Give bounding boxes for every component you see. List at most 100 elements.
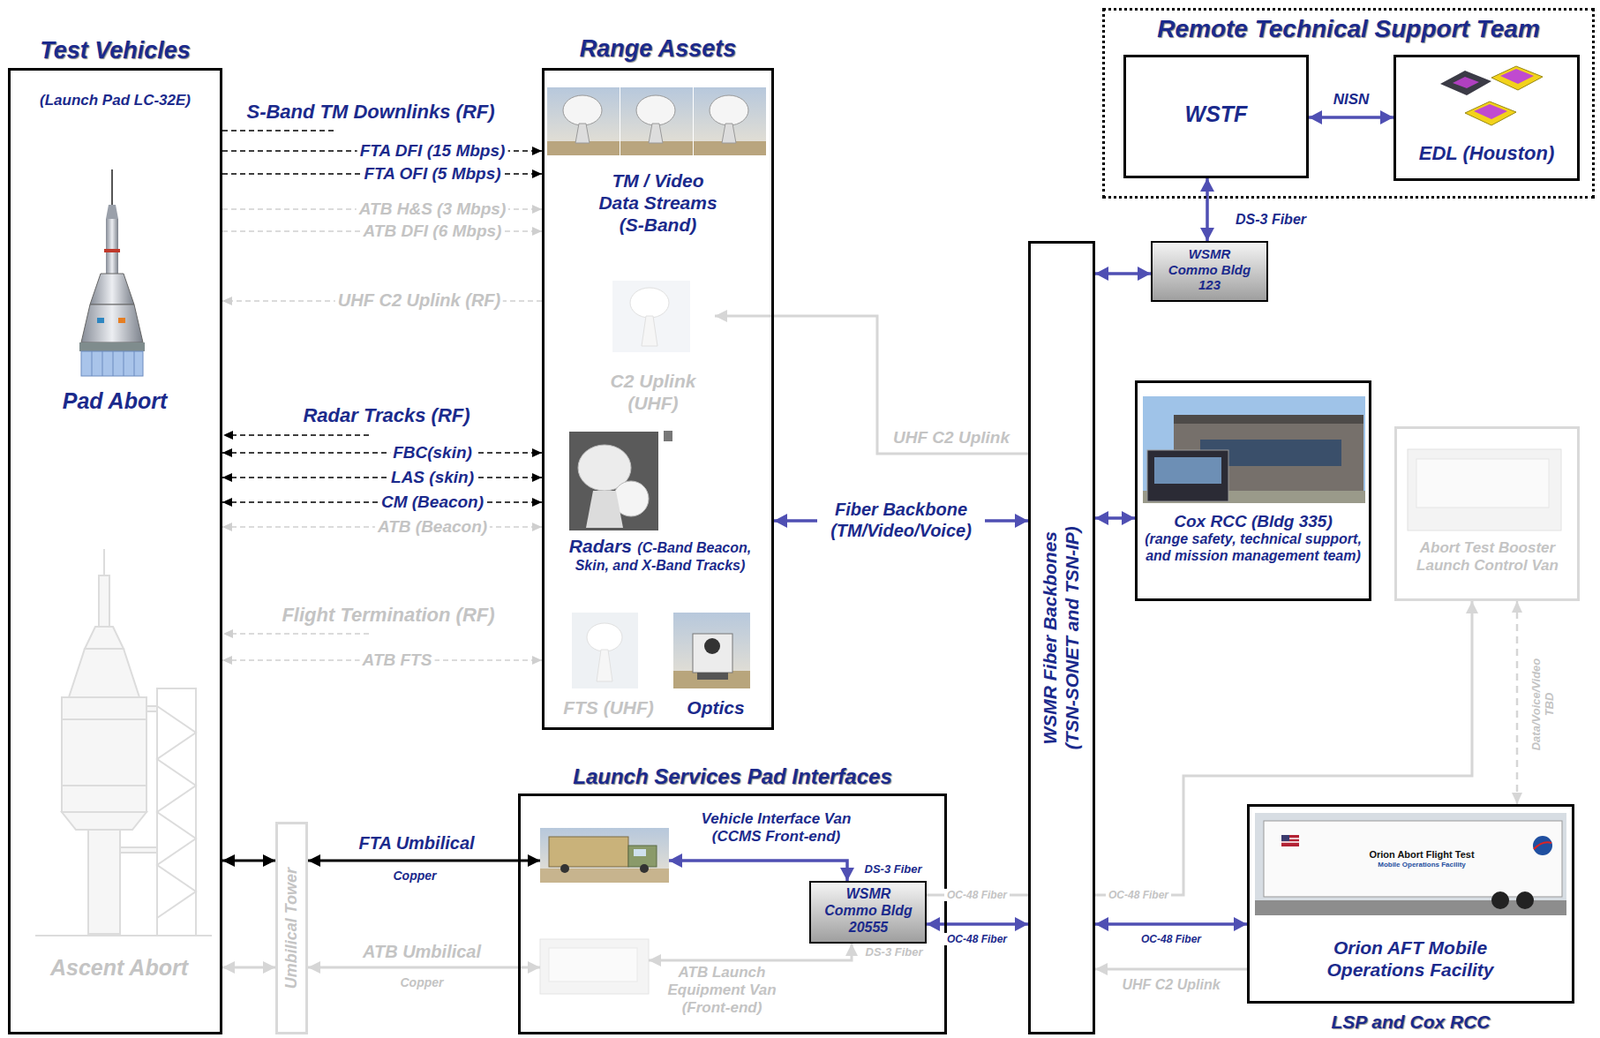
asset-figure: TM / Video Data Streams (S-Band) [546,82,770,246]
mobile-ops-trailer-photo [1491,891,1510,909]
ascent-abort-rocket [35,934,212,937]
text-block: Abort Test Booster Launch Control Van [1410,539,1565,575]
connector-line [926,922,1029,926]
facility-box: Cox RCC (Bldg 335)(range safety, technic… [1134,380,1372,601]
mobile-ops-trailer-photo [1281,834,1290,842]
connector-line [222,451,542,454]
connector-label-block: UHF C2 Uplink (RF) [335,290,504,312]
connector-line [307,966,541,970]
c2-antenna-photo [641,315,658,346]
arrowhead [1465,600,1479,614]
text-block: Optics [661,697,770,720]
connector [222,448,542,458]
connector [307,961,541,974]
arrowhead [262,961,276,974]
heading-text: Test Vehicles [10,37,220,66]
connector-label-block: OC-48 Fiber [944,888,1010,902]
arrowhead [527,961,541,974]
pad-abort-rocket [79,342,145,352]
atb-launch-van-photo [540,938,649,994]
pad-abort-rocket [81,304,143,343]
free-label-block: Flight Termination (RF) [281,603,495,627]
cox-rcc-photo [1154,457,1222,484]
text-block: Range Assets [544,35,772,64]
connector [1511,600,1523,804]
connector [714,309,1029,454]
arrowhead [532,522,542,532]
connector-label: FTA DFI (15 Mbps) [357,141,509,161]
edl-computer-icons [1500,68,1534,84]
node-text: Orion AFT Mobile Operations Facility [1304,937,1517,982]
asset-figure: Optics [661,608,770,724]
free-label-block: S-Band TM Downlinks (RF) [246,100,495,124]
connector-label-block: ATB DFI (6 Mbps) [360,221,505,241]
connector-label-block: OC-48 Fiber [1105,888,1172,902]
node-text: ATB Launch Equipment Van (Front-end) [655,963,789,1017]
tm-antenna-photos [547,87,620,156]
connector-line [307,859,541,863]
connector-label: DS-3 Fiber [862,945,925,959]
ascent-abort-rocket [61,697,147,812]
fts-antenna-photo [571,612,639,689]
text-block: Orion AFT Mobile Operations Facility [1304,937,1517,982]
group-box: Launch Services Pad InterfacesVehicle In… [518,793,947,1035]
connector [1095,600,1479,895]
tm-antenna-photos [709,95,749,126]
connector-label: Data/Voice/Video TBD [1529,651,1557,758]
tower-box: Umbilical Tower [275,821,308,1035]
connector-label: CM (Beacon) [378,492,487,512]
atb-control-van-photo [1407,449,1562,531]
text-block: (Launch Pad LC-32E) [10,91,220,110]
connector [1095,510,1135,526]
node-text: EDL (Houston) [1396,142,1578,166]
ascent-abort-rocket [146,706,158,712]
optics-photo [697,672,729,680]
arrowhead [532,146,542,156]
free-label-block: Radar Tracks (RF) [302,404,470,428]
ascent-abort-rocket [157,688,196,936]
text-block: Cox RCC (Bldg 335)(range safety, technic… [1142,511,1364,565]
connector-label: NISN [1330,90,1373,109]
ascent-abort-rocket [61,784,147,787]
ascent-abort-rocket [157,706,196,918]
node-text: Abort Test Booster Launch Control Van [1410,539,1565,575]
text-block: Ascent Abort [22,954,217,982]
connector-label: OC-48 Fiber [944,932,1010,946]
connector-label: OC-48 Fiber [944,888,1010,902]
text-block: TM / Video Data Streams (S-Band) [593,170,722,236]
backbone-bar: WSMR Fiber Backbones (TSN-SONET and TSN-… [1028,240,1096,1035]
arrowhead [668,853,683,868]
arrowhead [532,204,542,214]
connector-line [1095,922,1247,926]
pad-abort-rocket [118,317,126,324]
connector [222,473,542,482]
arrowhead [532,655,542,665]
heading-text: Remote Technical Support Team [1104,14,1593,44]
arrowhead [222,655,233,665]
arrowhead [648,953,662,967]
node-text: C2 Uplink (UHF) [595,370,711,415]
connector-label: Fiber Backbone (TM/Video/Voice) [817,499,985,541]
pad-abort-rocket [105,218,119,274]
comms-box: WSMR Commo Bldg 123 [1150,240,1269,302]
text-block: EDL (Houston) [1396,142,1578,166]
connector-line [714,315,1029,454]
van-figure: ATB Launch Equipment Van (Front-end) [540,938,649,994]
vehicle-interface-van-photo [560,863,570,873]
ascent-abort-rocket [84,626,124,649]
connector-label-block: OC-48 Fiber [944,932,1010,946]
edl-computer-icons [1440,70,1492,96]
mobile-ops-trailer-photo [1532,835,1553,856]
pad-abort-rocket [90,273,135,305]
cox-rcc-photo [1147,450,1229,502]
free-label: Radar Tracks (RF) [302,404,470,428]
connector-line [1095,968,1247,971]
c2-antenna-photo [630,287,669,318]
arrowhead [840,867,855,881]
vehicle-figure: Pad Abort [35,158,195,420]
connector-label-block: NISN [1330,90,1373,109]
tm-antenna-photos [693,87,767,156]
arrowhead [1095,962,1108,976]
node-text: WSMR Commo Bldg 20555 [821,886,916,937]
